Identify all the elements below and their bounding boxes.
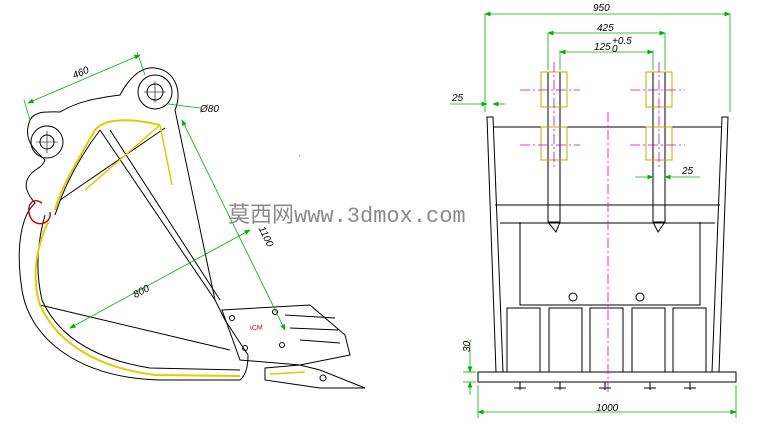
svg-text:·: ·	[298, 151, 301, 160]
dim-pin-diameter: Ø80	[199, 104, 219, 115]
dim-30: 30	[462, 340, 473, 352]
dim-1000: 1000	[596, 403, 619, 414]
dim-25-left: 25	[451, 93, 464, 104]
dim-125-tol-lower: 0	[612, 44, 618, 55]
dim-125: 125	[594, 42, 611, 53]
rear-pin-outer	[30, 125, 64, 159]
bucket-rib	[39, 127, 231, 351]
dim-800: 800	[132, 283, 152, 301]
plate-text: ICM	[250, 324, 264, 332]
front-dimensions	[450, 11, 737, 418]
bucket-tooth	[264, 364, 366, 389]
front-left-side-plate	[486, 116, 504, 373]
dim-125-tol-upper: +0.5	[612, 36, 632, 47]
ear-bushings	[540, 71, 673, 161]
front-view	[477, 71, 737, 390]
wear-liner	[34, 119, 241, 377]
side-dimensions	[23, 51, 286, 331]
lifting-hook	[28, 200, 51, 225]
front-right-side-plate	[711, 116, 729, 373]
side-cutter-plate	[221, 304, 351, 366]
bottom-plate	[477, 371, 737, 383]
bucket-inner-line	[37, 129, 241, 371]
dim-425: 425	[597, 23, 614, 34]
centerlines	[520, 62, 685, 392]
dim-25-right: 25	[681, 166, 694, 177]
dim-950: 950	[593, 3, 610, 14]
dim-460: 460	[71, 65, 91, 82]
watermark: 莫西网www.3dmox.com	[228, 203, 466, 229]
